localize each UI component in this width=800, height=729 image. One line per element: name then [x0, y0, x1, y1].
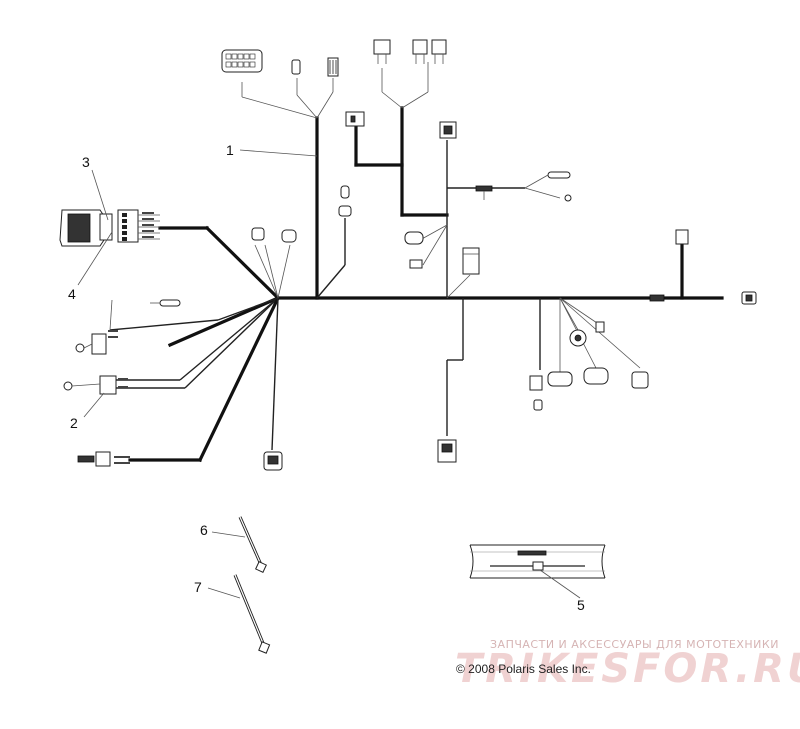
connector-left-main: [59, 209, 160, 247]
leader-4: [77, 231, 113, 286]
branch-sensor: [316, 185, 352, 299]
branch-top-left: [221, 49, 339, 300]
hub-left: [109, 225, 291, 463]
callout-2: 2: [70, 415, 78, 431]
connector-left-ring: [75, 299, 181, 355]
connector-right-top: [675, 229, 689, 245]
copyright: © 2008 Polaris Sales Inc.: [456, 662, 591, 676]
relay-1: [373, 39, 391, 55]
connector-tall: [462, 247, 480, 275]
branch-right: [529, 229, 689, 411]
detail-item-5: [469, 544, 606, 579]
watermark-brand: TRIKESFOR.RU: [455, 646, 800, 692]
relay-3: [431, 39, 447, 55]
branch-down: [437, 298, 464, 463]
connector-oval: [404, 231, 424, 245]
callout-5: 5: [577, 597, 585, 613]
callout-6: 6: [200, 522, 208, 538]
leader-1: [239, 149, 318, 157]
leader-2: [83, 392, 105, 418]
watermark: ЗАПЧАСТИ И АКСЕССУАРЫ ДЛЯ МОТОТЕХНИКИ TR…: [455, 638, 800, 692]
leader-3: [91, 169, 109, 221]
connector-pair-b: [583, 367, 609, 385]
branch-center: [404, 121, 572, 299]
callout-3: 3: [82, 154, 90, 170]
connectors-hub-top: [251, 227, 297, 243]
callout-4: 4: [68, 286, 76, 302]
connector-square: [631, 371, 649, 389]
wire-label-marks: [108, 212, 154, 464]
watermark-tagline: ЗАПЧАСТИ И АКСЕССУАРЫ ДЛЯ МОТОТЕХНИКИ: [490, 638, 779, 651]
leader-6: [211, 531, 246, 538]
leader-7: [207, 587, 241, 599]
connector-callout-2: [63, 375, 117, 467]
cable-tie-6: [238, 516, 267, 573]
cable-tie-7: [233, 574, 271, 654]
branch-relays: [345, 39, 449, 217]
callout-7: 7: [194, 579, 202, 595]
main-trunk: [276, 291, 757, 305]
connector-pair-a: [547, 371, 573, 387]
ecu-connector: [221, 49, 263, 73]
relay-2: [412, 39, 428, 55]
callout-1: 1: [226, 142, 234, 158]
leader-5: [539, 569, 581, 599]
